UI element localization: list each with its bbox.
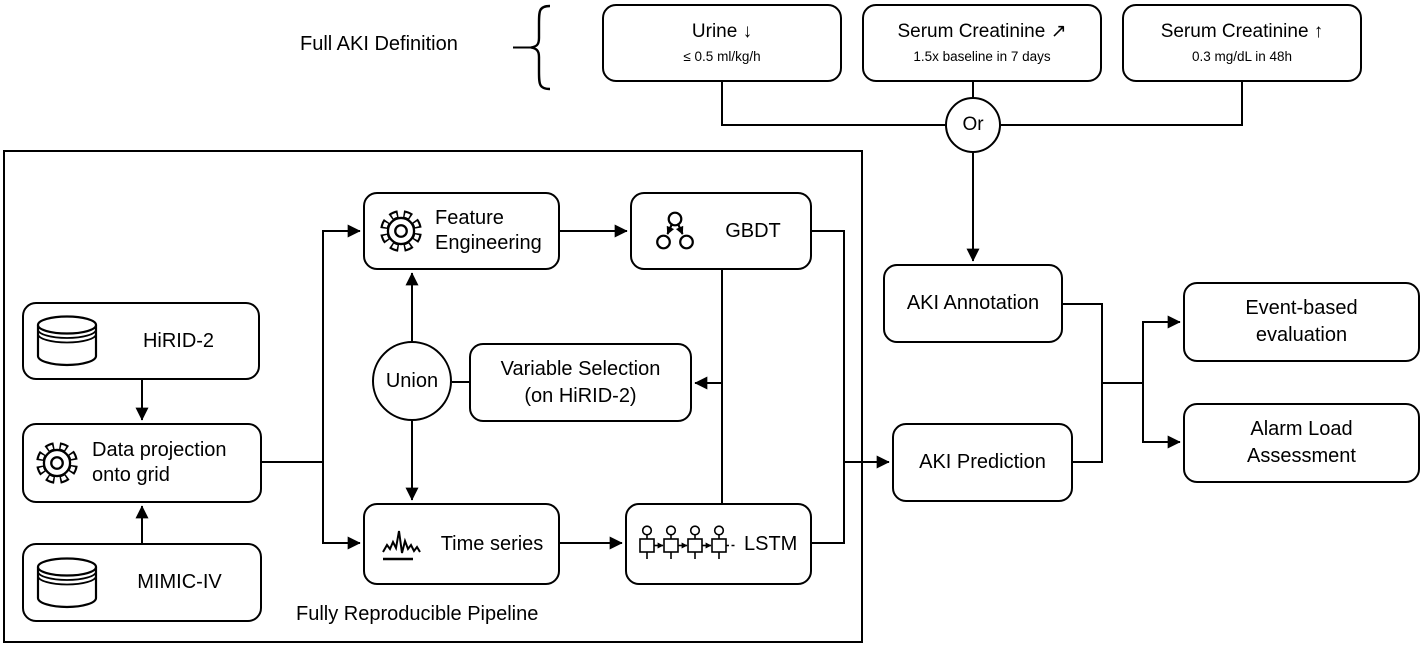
alarm-load-assessment-box: Alarm Load Assessment	[1183, 403, 1420, 483]
or-label: Or	[962, 114, 984, 135]
pipeline-frame	[3, 150, 863, 643]
gear-icon	[378, 208, 424, 254]
rnn-chain-icon	[636, 524, 740, 564]
time-series-box: Time series	[363, 503, 560, 585]
line-chart-icon	[380, 524, 426, 564]
data-projection-box: Data projection onto grid	[22, 423, 262, 503]
criterion-creatinine-rise-title: Serum Creatinine ↗	[897, 20, 1067, 42]
time-series-label: Time series	[440, 532, 544, 555]
mimic-label: MIMIC-IV	[137, 571, 222, 593]
hirid-dataset-box: HiRID-2	[22, 302, 260, 380]
gbdt-model-box: GBDT	[630, 192, 812, 270]
variable-selection-line1: Variable Selection	[500, 357, 661, 380]
aki-annotation-label: AKI Annotation	[906, 292, 1040, 314]
data-projection-line1: Data projection	[92, 439, 227, 461]
aki-prediction-label: AKI Prediction	[919, 451, 1046, 473]
event-based-line2: evaluation	[1255, 324, 1348, 346]
definition-label: Full AKI Definition	[300, 33, 458, 55]
gear-icon	[34, 440, 80, 486]
criterion-creatinine-abs-subtitle: 0.3 mg/dL in 48h	[1191, 49, 1293, 65]
criterion-creatinine-rise-box: Serum Creatinine ↗ 1.5x baseline in 7 da…	[862, 4, 1102, 82]
criterion-urine-subtitle: ≤ 0.5 ml/kg/h	[683, 49, 761, 65]
criterion-creatinine-rise-subtitle: 1.5x baseline in 7 days	[913, 49, 1051, 65]
gbdt-label: GBDT	[725, 219, 781, 242]
database-icon	[35, 556, 99, 610]
event-based-evaluation-box: Event-based evaluation	[1183, 282, 1420, 362]
definition-brace	[513, 4, 551, 91]
event-based-line1: Event-based	[1245, 297, 1358, 319]
tree-icon	[654, 210, 696, 252]
hirid-label: HiRID-2	[142, 329, 215, 352]
feature-engineering-box: Feature Engineering	[363, 192, 560, 270]
criterion-urine-box: Urine ↓ ≤ 0.5 ml/kg/h	[602, 4, 842, 82]
lstm-label: LSTM	[744, 532, 798, 555]
criterion-urine-title: Urine ↓	[691, 20, 753, 42]
union-label: Union	[385, 369, 439, 392]
aki-annotation-box: AKI Annotation	[883, 264, 1063, 343]
alarm-load-line2: Assessment	[1247, 445, 1356, 467]
alarm-load-line1: Alarm Load	[1250, 418, 1353, 440]
pipeline-label: Fully Reproducible Pipeline	[296, 603, 539, 625]
union-junction: Union	[372, 341, 452, 421]
variable-selection-line2: (on HiRID-2)	[524, 384, 637, 407]
mimic-dataset-box: MIMIC-IV	[22, 543, 262, 622]
data-projection-line2: onto grid	[92, 464, 170, 486]
aki-prediction-box: AKI Prediction	[892, 423, 1073, 502]
criterion-creatinine-abs-title: Serum Creatinine ↑	[1160, 20, 1324, 42]
criterion-creatinine-abs-box: Serum Creatinine ↑ 0.3 mg/dL in 48h	[1122, 4, 1362, 82]
database-icon	[35, 314, 99, 368]
lstm-model-box: LSTM	[625, 503, 812, 585]
feature-engineering-line1: Feature	[435, 207, 504, 229]
feature-engineering-line2: Engineering	[435, 232, 542, 254]
or-junction: Or	[945, 97, 1001, 153]
variable-selection-box: Variable Selection (on HiRID-2)	[469, 343, 692, 422]
